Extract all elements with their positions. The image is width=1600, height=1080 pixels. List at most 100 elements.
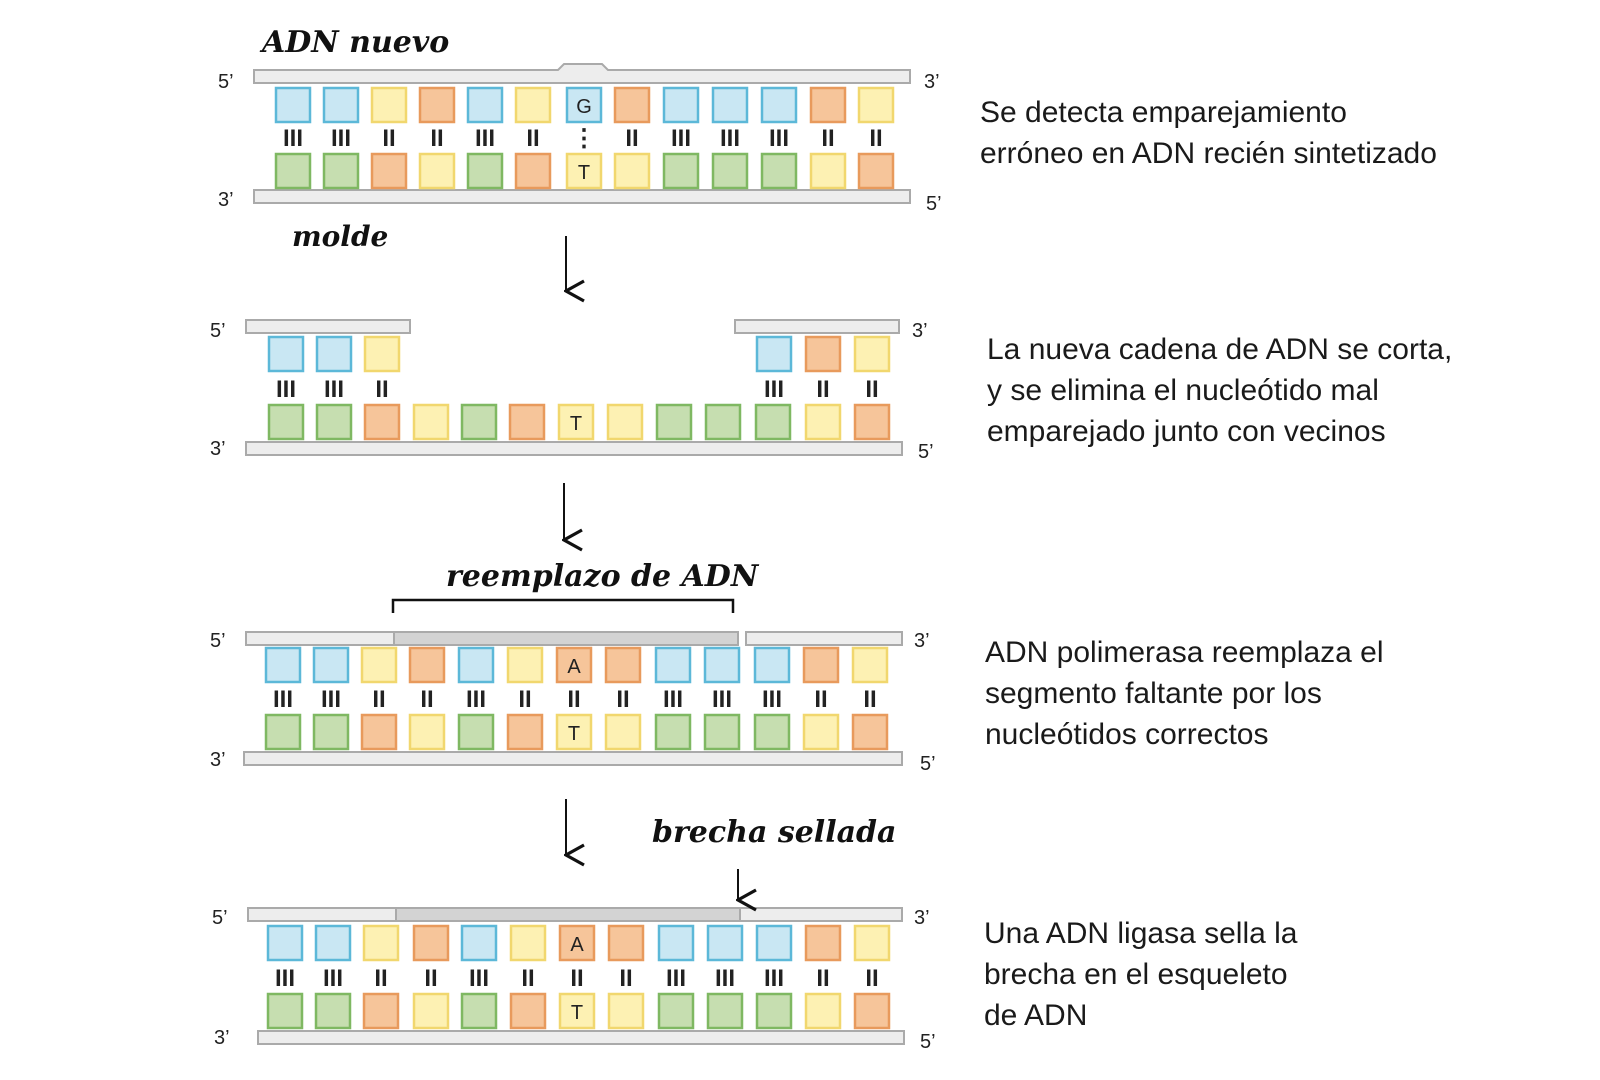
new-strand-nucleotide (555, 646, 593, 684)
step-4-line-2: brecha en el esqueleto (984, 958, 1288, 991)
remaining-nucleotide (267, 335, 305, 373)
hydrogen-bond: II (865, 965, 878, 992)
template-strand-nucleotide (804, 403, 842, 441)
step-1-line-1: Se detecta emparejamiento (980, 96, 1347, 129)
step-4-line-1: Una ADN ligasa sella la (984, 917, 1298, 950)
template-strand-nucleotide (606, 403, 644, 441)
new-strand-nucleotide (657, 924, 695, 962)
template-strand-backbone (243, 751, 903, 766)
template-strand-nucleotide (607, 992, 645, 1030)
new-strand-nucleotide (804, 924, 842, 962)
remaining-nucleotide (853, 335, 891, 373)
hydrogen-bond: II (821, 125, 834, 152)
label-new-dna: ADN nuevo (259, 25, 449, 60)
remaining-nucleotide (315, 335, 353, 373)
hydrogen-bond: III (466, 686, 486, 713)
new-strand-nucleotide (418, 86, 456, 124)
new-strand-nucleotide (457, 646, 495, 684)
new-strand-nucleotide (711, 86, 749, 124)
hydrogen-bond: III (769, 125, 789, 152)
hydrogen-bond: III (715, 965, 735, 992)
remaining-nucleotide (363, 335, 401, 373)
template-strand-nucleotide (604, 713, 642, 751)
corrected-base-letter: A (567, 656, 581, 678)
template-strand-nucleotide (460, 992, 498, 1030)
hydrogen-bond: II (420, 686, 433, 713)
template-strand-nucleotide (408, 713, 446, 751)
step-3-line-2: segmento faltante por los (985, 677, 1322, 710)
remaining-nucleotide (755, 335, 793, 373)
template-strand-nucleotide (322, 152, 360, 190)
three-prime-end-bottom: 3’ (210, 749, 226, 771)
label-template: molde (292, 220, 388, 253)
template-strand-nucleotide (466, 152, 504, 190)
hydrogen-bond: II (816, 376, 829, 403)
new-strand-nucleotide (802, 646, 840, 684)
step-1-description: Se detecta emparejamiento erróneo en ADN… (980, 92, 1437, 174)
template-strand-nucleotide (274, 152, 312, 190)
hydrogen-bond: II (570, 965, 583, 992)
cut-strand-left-backbone (245, 319, 411, 334)
step-3-description: ADN polimerasa reemplaza el segmento fal… (985, 632, 1384, 755)
new-strand-nucleotide (607, 924, 645, 962)
hydrogen-bond: III (283, 125, 303, 152)
five-prime-end-top: 5’ (210, 320, 226, 342)
three-prime-end-top: 3’ (914, 630, 930, 652)
three-prime-end-bottom: 3’ (218, 189, 234, 211)
template-strand-backbone (257, 1030, 905, 1045)
template-strand-nucleotide (711, 152, 749, 190)
template-strand-nucleotide (809, 152, 847, 190)
template-strand-nucleotide (704, 403, 742, 441)
template-strand-nucleotide (506, 713, 544, 751)
new-strand-nucleotide (509, 924, 547, 962)
new-strand-nucleotide (755, 924, 793, 962)
template-strand-nucleotide (655, 403, 693, 441)
new-strand-backbone (253, 63, 911, 84)
template-strand-nucleotide (657, 992, 695, 1030)
template-strand-nucleotide (753, 713, 791, 751)
three-prime-end-bottom: 3’ (210, 438, 226, 460)
new-strand-nucleotide (613, 86, 651, 124)
three-prime-end-bottom: 3’ (214, 1027, 230, 1049)
new-strand-nucleotide (558, 924, 596, 962)
hydrogen-bond: II (567, 686, 580, 713)
new-strand-nucleotide (514, 86, 552, 124)
step-3-line-1: ADN polimerasa reemplaza el (985, 636, 1384, 669)
new-strand-nucleotide (853, 924, 891, 962)
template-base-letter: T (571, 1002, 583, 1024)
new-strand-nucleotide (274, 86, 312, 124)
hydrogen-bond: II (521, 965, 534, 992)
template-strand-nucleotide (555, 713, 593, 751)
template-strand-nucleotide (514, 152, 552, 190)
hydrogen-bond: III (273, 686, 293, 713)
template-strand-backbone (245, 441, 903, 456)
template-strand-nucleotide (754, 403, 792, 441)
mismatched-base-letter: G (576, 96, 592, 118)
step-2-line-3: emparejado junto con vecinos (987, 415, 1386, 448)
replacement-segment-backbone (395, 907, 741, 922)
template-strand-nucleotide (565, 152, 603, 190)
new-strand-left-backbone (247, 907, 397, 922)
template-strand-nucleotide (654, 713, 692, 751)
new-strand-right-backbone (739, 907, 903, 922)
new-strand-nucleotide (857, 86, 895, 124)
new-strand-nucleotide (604, 646, 642, 684)
new-strand-nucleotide (706, 924, 744, 962)
hydrogen-bond: III (469, 965, 489, 992)
template-strand-nucleotide (706, 992, 744, 1030)
new-strand-nucleotide (662, 86, 700, 124)
new-strand-nucleotide (312, 646, 350, 684)
five-prime-end-top: 5’ (210, 630, 226, 652)
template-strand-nucleotide (312, 713, 350, 751)
new-strand-nucleotide (654, 646, 692, 684)
new-strand-nucleotide (360, 646, 398, 684)
template-base-letter: T (578, 162, 590, 184)
hydrogen-bond: III (762, 686, 782, 713)
template-strand-nucleotide (857, 152, 895, 190)
hydrogen-bond: II (865, 376, 878, 403)
new-strand-nucleotide (703, 646, 741, 684)
template-strand-nucleotide (558, 992, 596, 1030)
hydrogen-bond: II (374, 965, 387, 992)
hydrogen-bond: II (814, 686, 827, 713)
hydrogen-bond: III (671, 125, 691, 152)
